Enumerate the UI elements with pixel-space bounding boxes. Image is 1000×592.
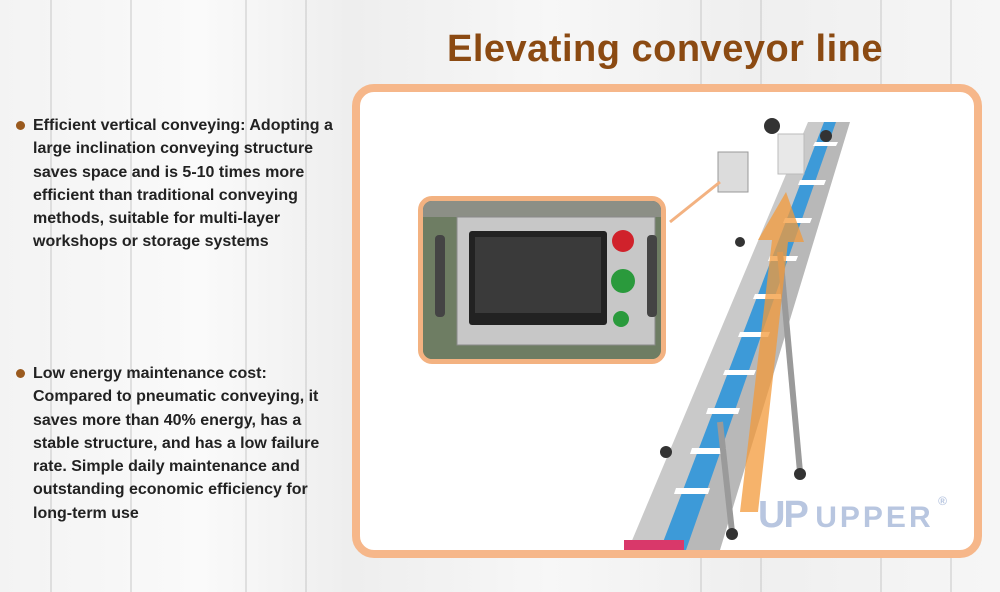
brand-logo: UP UPPER ® <box>758 494 947 537</box>
registered-mark: ® <box>938 494 947 508</box>
logo-text: UPPER <box>815 501 934 534</box>
panel-handle-right <box>647 235 657 317</box>
logo-mark: UP <box>758 494 809 536</box>
feature-text: Efficient vertical conveying: Adopting a… <box>33 117 333 251</box>
emergency-stop-button <box>612 230 634 252</box>
upward-arrow-icon <box>740 192 804 512</box>
feature-item-vertical-conveying: Efficient vertical conveying: Adopting a… <box>14 114 359 254</box>
conveyor-legs <box>717 251 803 533</box>
green-indicator-button <box>613 311 629 327</box>
callout-line <box>669 180 721 224</box>
feature-item-low-energy: Low energy maintenance cost: Compared to… <box>14 362 359 525</box>
screen-display <box>475 237 601 313</box>
bullet-dot-icon <box>16 369 25 378</box>
control-panel-closeup <box>418 196 666 364</box>
start-button <box>611 269 635 293</box>
control-panel-illustration <box>423 201 661 359</box>
panel-handle-left <box>435 235 445 317</box>
page-title: Elevating conveyor line <box>447 28 883 70</box>
product-tray <box>624 540 684 550</box>
conveyor-illustration <box>624 118 850 550</box>
leg-feet <box>660 118 832 540</box>
feature-text: Low energy maintenance cost: Compared to… <box>33 365 320 522</box>
control-box <box>717 151 749 193</box>
product-tray <box>777 133 805 175</box>
bullet-dot-icon <box>16 121 25 130</box>
